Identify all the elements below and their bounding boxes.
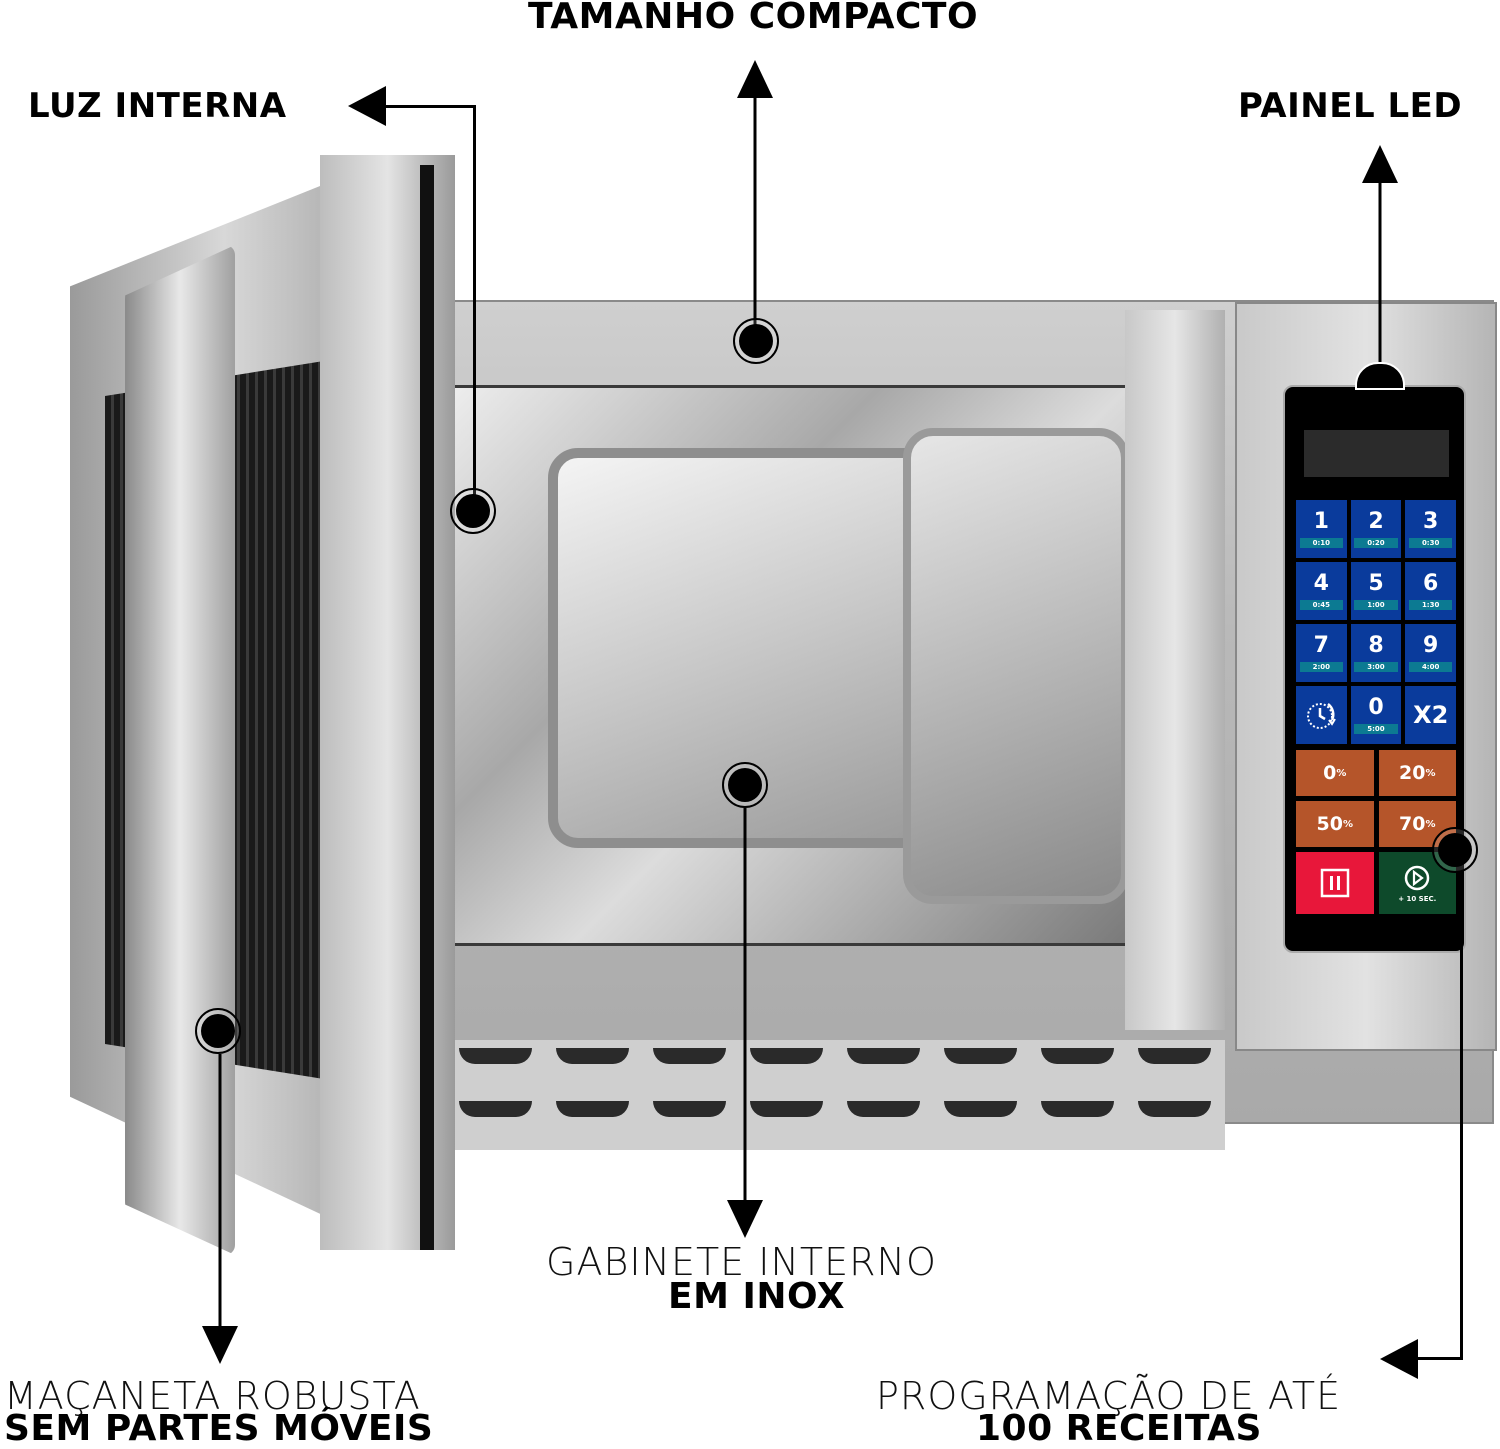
- stop-button[interactable]: [1296, 852, 1374, 914]
- callout-compact-size: TAMANHO COMPACTO: [528, 0, 979, 37]
- start-label: + 10 SEC.: [1398, 894, 1437, 903]
- callout-programming-line2: 100 RECEITAS: [976, 1408, 1262, 1449]
- arrow-left-icon: [1380, 873, 1463, 1379]
- cavity-side-wall: [903, 428, 1129, 904]
- callout-programming-line1: PROGRAMAÇÃO DE ATÉ: [876, 1374, 1342, 1418]
- marker-internal-light: [450, 488, 496, 534]
- arrow-down-icon: [202, 1054, 238, 1364]
- vent-grille: [445, 1040, 1225, 1150]
- power-50-key[interactable]: 50%: [1296, 801, 1374, 847]
- door-seal: [420, 165, 434, 1250]
- callout-led-panel: PAINEL LED: [1238, 86, 1463, 126]
- power-level-keys: 0% 20% 50% 70%: [1296, 750, 1456, 847]
- power-20-key[interactable]: 20%: [1378, 750, 1456, 796]
- arrow-up-icon: [737, 60, 773, 340]
- play-icon: [1405, 865, 1430, 890]
- arrow-up-icon: [1362, 145, 1398, 375]
- x2-key[interactable]: X2: [1405, 686, 1456, 744]
- callout-cabinet-line2: EM INOX: [668, 1276, 846, 1317]
- control-keys: + 10 SEC.: [1296, 852, 1456, 914]
- marker-stainless-cabinet: [722, 762, 768, 808]
- marker-programming: [1432, 827, 1478, 873]
- callout-internal-light: LUZ INTERNA: [28, 86, 287, 126]
- marker-handle: [195, 1008, 241, 1054]
- arrow-left-icon: [348, 86, 476, 505]
- led-display: [1304, 430, 1449, 477]
- marker-led-panel: [1355, 362, 1405, 390]
- arrow-down-icon: [727, 808, 763, 1238]
- door-frame-right: [1125, 310, 1225, 1030]
- timer-key[interactable]: [1296, 686, 1347, 744]
- callout-cabinet-line1: GABINETE INTERNO: [546, 1240, 937, 1284]
- power-0-key[interactable]: 0%: [1296, 750, 1374, 796]
- door-handle: [125, 245, 235, 1255]
- marker-compact-size: [733, 318, 779, 364]
- callout-handle-line2: SEM PARTES MÓVEIS: [4, 1408, 434, 1449]
- start-button[interactable]: + 10 SEC.: [1378, 852, 1456, 914]
- pause-stop-icon: [1320, 868, 1349, 898]
- callout-handle-line1: MAÇANETA ROBUSTA: [4, 1374, 421, 1418]
- stainless-cavity: [445, 385, 1131, 946]
- clock-timer-icon: [1307, 702, 1337, 729]
